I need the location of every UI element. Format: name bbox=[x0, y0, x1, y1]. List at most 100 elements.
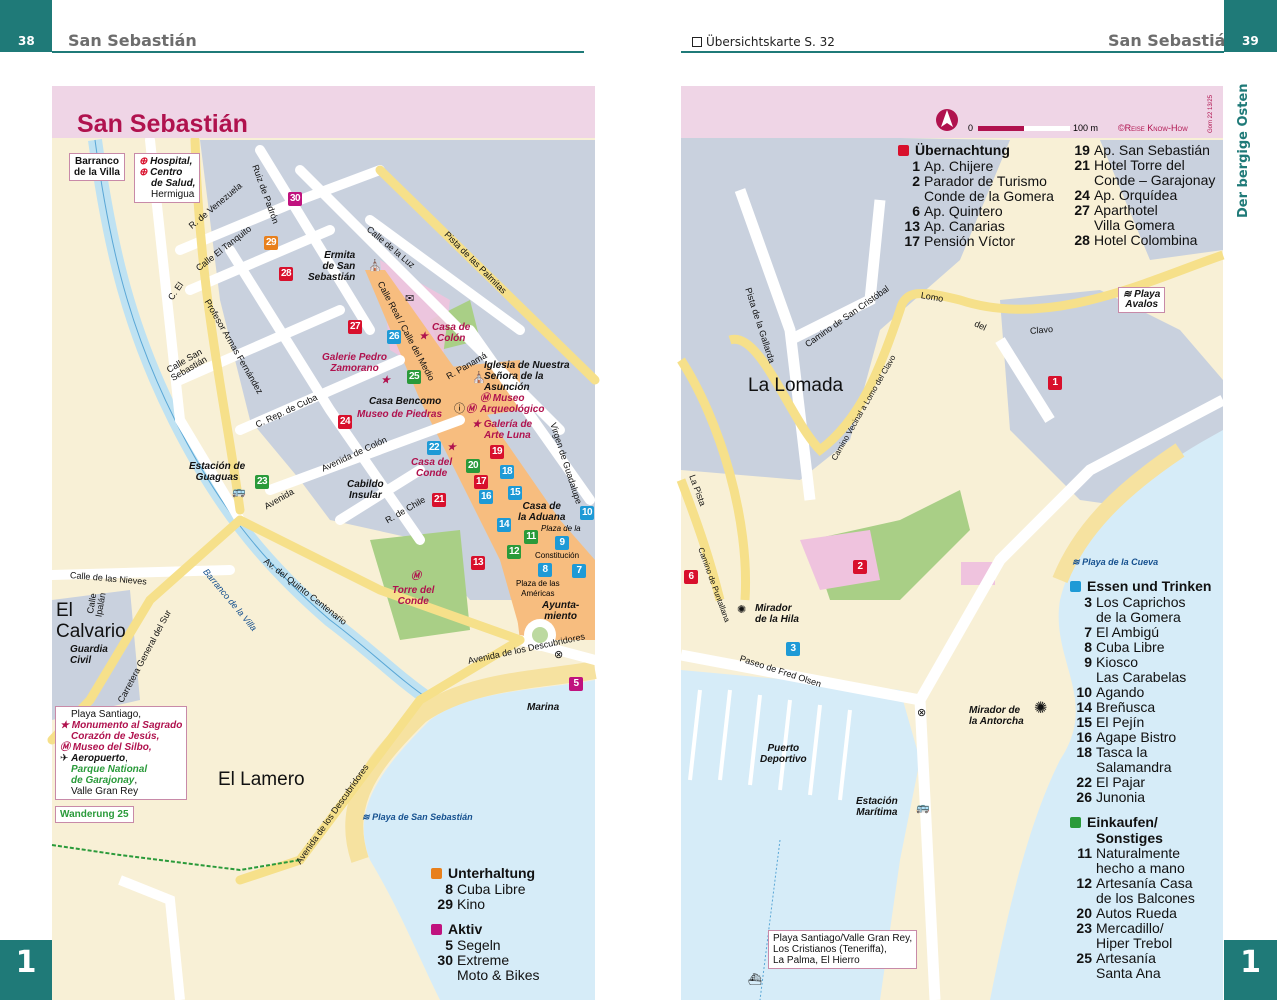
map-title-band-left: San Sebastián bbox=[52, 86, 595, 138]
poi-badge[interactable]: 25 bbox=[407, 370, 421, 384]
poi-badge[interactable]: 12 bbox=[507, 545, 521, 559]
post-office-icon: ✉ bbox=[405, 293, 415, 305]
poi-badge[interactable]: 24 bbox=[338, 415, 352, 429]
church-icon: ⛪ bbox=[368, 260, 382, 272]
page-number-tab-right: 39 bbox=[1224, 0, 1277, 52]
star-icon: ★ bbox=[419, 331, 428, 342]
beach-icon: ≋ bbox=[1072, 557, 1080, 567]
ferry-boat-icon: ⛴ bbox=[748, 974, 762, 986]
poi-badge[interactable]: 6 bbox=[684, 570, 698, 584]
poi-badge[interactable]: 10 bbox=[580, 506, 594, 520]
star-icon: ★ bbox=[472, 419, 481, 430]
poi-badge[interactable]: 18 bbox=[500, 465, 514, 479]
label-plaza-constitucion: Plaza de la bbox=[541, 524, 581, 533]
ferry-port-icon: ⊗ bbox=[917, 707, 927, 719]
poi-badge[interactable]: 20 bbox=[466, 459, 480, 473]
page-number: 38 bbox=[18, 34, 35, 48]
star-icon: ★ bbox=[60, 720, 69, 731]
airplane-icon: ✈ bbox=[60, 753, 69, 764]
north-arrow-icon bbox=[936, 108, 958, 132]
scale-zero: 0 bbox=[968, 123, 974, 133]
header-rule-left bbox=[52, 51, 584, 53]
poi-badge[interactable]: 1 bbox=[1048, 376, 1062, 390]
poi-badge[interactable]: 19 bbox=[490, 445, 504, 459]
poi-badge[interactable]: 26 bbox=[387, 330, 401, 344]
poi-badge[interactable]: 29 bbox=[264, 236, 278, 250]
label-casa-bencomo: Casa Bencomo bbox=[369, 396, 442, 407]
poi-badge[interactable]: 15 bbox=[508, 486, 522, 500]
callout-ferry-destinations: Playa Santiago/Valle Gran Rey,Los Cristi… bbox=[768, 930, 918, 969]
chapter-number-left: 1 bbox=[0, 940, 52, 1000]
poi-badge[interactable]: 16 bbox=[479, 490, 493, 504]
poi-badge[interactable]: 28 bbox=[279, 267, 293, 281]
right-map-base bbox=[676, 138, 1226, 1000]
legend-swatch-blue bbox=[1070, 581, 1081, 592]
overview-map-link[interactable]: Übersichtskarte S. 32 bbox=[692, 35, 835, 49]
poi-badge[interactable]: 27 bbox=[348, 320, 362, 334]
page-number-tab-left: 38 bbox=[0, 0, 52, 52]
label-marina: Marina bbox=[527, 702, 560, 713]
legend-swatch-orange bbox=[431, 868, 442, 879]
label-playa-san-sebastian: ≋ Playa de San Sebastián bbox=[362, 812, 473, 822]
hiking-route-label[interactable]: Wanderung 25 bbox=[55, 806, 134, 823]
bus-icon: 🚌 bbox=[916, 802, 930, 814]
poi-badge[interactable]: 13 bbox=[471, 556, 485, 570]
poi-badge[interactable]: 2 bbox=[853, 560, 867, 574]
running-head-left: San Sebastián bbox=[68, 31, 197, 50]
poi-badge[interactable]: 11 bbox=[524, 530, 538, 544]
poi-badge[interactable]: 21 bbox=[432, 493, 446, 507]
poi-badge[interactable]: 9 bbox=[555, 536, 569, 550]
poi-badge[interactable]: 23 bbox=[255, 475, 269, 489]
district-el-lamero: El Lamero bbox=[218, 769, 305, 790]
poi-badge[interactable]: 8 bbox=[538, 563, 552, 577]
viewpoint-icon: ✺ bbox=[1034, 700, 1048, 717]
poi-badge[interactable]: 14 bbox=[497, 518, 511, 532]
info-icon: ⓘ bbox=[454, 403, 465, 415]
beach-icon: ≋ bbox=[1123, 289, 1132, 300]
museum-icon: Ⓜ bbox=[466, 404, 476, 415]
poi-badge[interactable]: 5 bbox=[569, 677, 583, 691]
label-ayuntamiento: Ayunta-miento bbox=[542, 600, 580, 622]
chapter-number-right: 1 bbox=[1224, 940, 1277, 1000]
star-icon: ★ bbox=[447, 442, 456, 453]
poi-badge[interactable]: 17 bbox=[474, 475, 488, 489]
poi-badge[interactable]: 22 bbox=[427, 441, 441, 455]
callout-hospital: ⊕ Hospital, ⊕ Centro de Salud, Hermigua bbox=[134, 153, 201, 203]
poi-badge[interactable]: 30 bbox=[288, 192, 302, 206]
map-title: San Sebastián bbox=[77, 110, 248, 138]
church-icon: ⛪ bbox=[472, 372, 486, 384]
legend-swatch-red bbox=[898, 145, 909, 156]
poi-badge[interactable]: 3 bbox=[786, 642, 800, 656]
callout-south-destinations: Playa Santiago, ★ Monumento al Sagrado C… bbox=[55, 706, 188, 800]
map-code: Gom 22 13/25 bbox=[1208, 94, 1214, 133]
label-playa-cueva: ≋ Playa de la Cueva bbox=[1072, 557, 1159, 567]
hospital-cross-icon: ⊕ bbox=[139, 167, 148, 178]
label-plaza-constitucion-2: Constitución bbox=[535, 551, 580, 560]
road-label: Clavo bbox=[1029, 324, 1054, 336]
copyright: ©Reise Know-How bbox=[1118, 123, 1188, 133]
chapter-side-tab: Der bergige Osten bbox=[1236, 83, 1251, 218]
poi-badge[interactable]: 7 bbox=[572, 564, 586, 578]
